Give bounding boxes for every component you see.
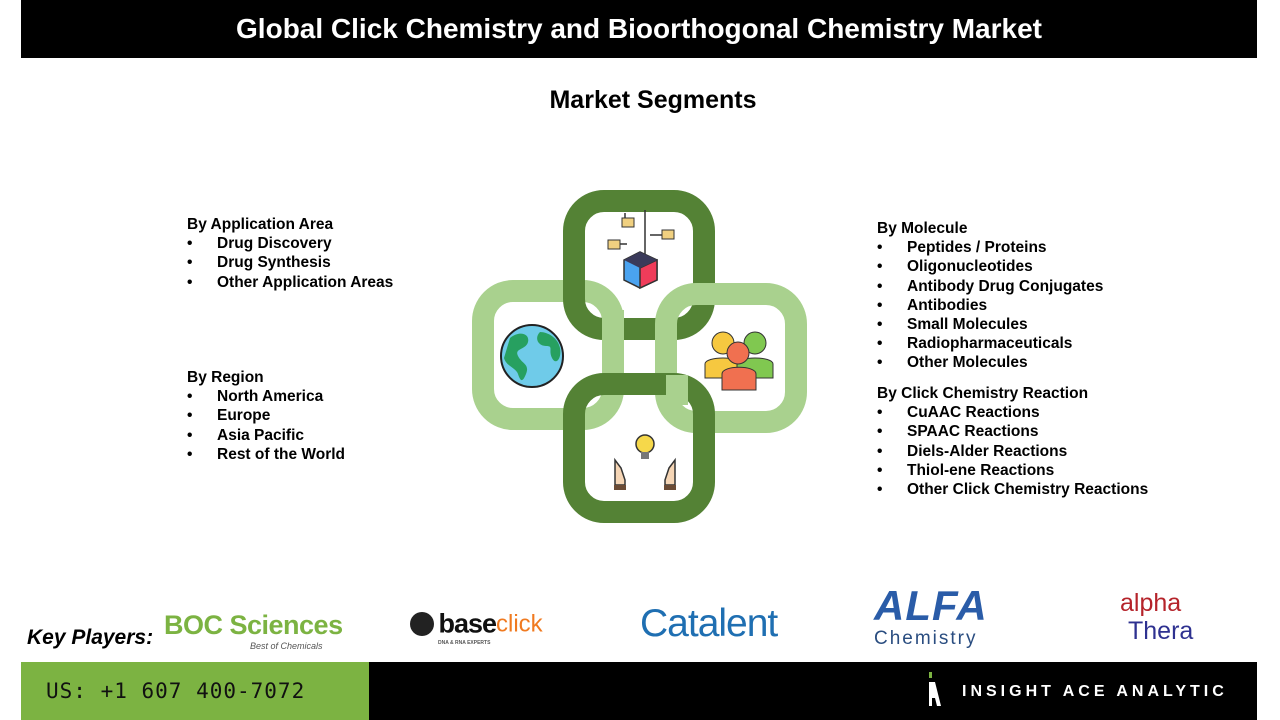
hands-lightbulb-icon	[614, 434, 676, 490]
list-item: Diels-Alder Reactions	[877, 442, 1148, 461]
list-item: Drug Discovery	[187, 234, 393, 253]
list-item: CuAAC Reactions	[877, 403, 1148, 422]
dna-icon	[410, 611, 434, 636]
ring-top	[563, 190, 715, 340]
logo-text: BOC Sciences	[164, 610, 343, 640]
logo-text: alpha	[1120, 589, 1182, 617]
logo-boc-sciences: BOC Sciences Best of Chemicals	[164, 610, 343, 652]
list-item: Asia Pacific	[187, 426, 345, 445]
list-item: Other Molecules	[877, 353, 1103, 372]
network-cube-icon	[607, 210, 675, 290]
list-item: Antibodies	[877, 296, 1103, 315]
list-item: Peptides / Proteins	[877, 238, 1103, 257]
logo-text: base	[438, 608, 497, 639]
ring-overlap	[602, 310, 624, 350]
ring-right	[655, 283, 807, 433]
segment-heading: By Click Chemistry Reaction	[877, 385, 1089, 402]
list-item: North America	[187, 387, 345, 406]
list-item: Radiopharmaceuticals	[877, 334, 1103, 353]
list-item: Thiol-ene Reactions	[877, 461, 1148, 480]
footer-brand-panel	[369, 662, 1257, 720]
list-item: SPAAC Reactions	[877, 422, 1148, 441]
logo-alphathera: alpha Thera	[1120, 589, 1193, 645]
logo-text: ALFA	[874, 582, 988, 629]
segment-heading: By Region	[187, 369, 264, 386]
logo-tagline: Best of Chemicals	[250, 641, 323, 651]
title-bar: Global Click Chemistry and Bioorthogonal…	[21, 0, 1257, 58]
phone-number: US: +1 607 400-7072	[46, 679, 306, 703]
segment-reaction: By Click Chemistry Reaction CuAAC Reacti…	[877, 384, 1148, 499]
logo-catalent: Catalent	[640, 602, 778, 645]
ring-left	[472, 280, 624, 430]
segment-application: By Application Area Drug Discovery Drug …	[187, 215, 393, 292]
logo-tagline: DNA & RNA EXPERTS	[438, 640, 491, 647]
list-item: Europe	[187, 406, 345, 425]
linked-rings-diagram	[472, 190, 807, 523]
logo-tagline: Chemistry	[874, 628, 978, 649]
list-item: Drug Synthesis	[187, 253, 393, 272]
logo-text: click	[496, 610, 543, 638]
ring-overlap	[666, 375, 688, 405]
logo-alfa-chemistry: ALFA Chemistry	[874, 584, 988, 650]
list-item: Small Molecules	[877, 315, 1103, 334]
globe-icon	[500, 324, 564, 388]
list-item: Other Click Chemistry Reactions	[877, 480, 1148, 499]
brand-name: INSIGHT ACE ANALYTIC	[962, 683, 1228, 700]
segment-molecule: By Molecule Peptides / Proteins Oligonuc…	[877, 219, 1103, 373]
segment-heading: By Molecule	[877, 220, 968, 237]
segment-region: By Region North America Europe Asia Paci…	[187, 368, 345, 464]
logo-text: Thera	[1128, 617, 1194, 645]
list-item: Oligonucleotides	[877, 257, 1103, 276]
list-item: Antibody Drug Conjugates	[877, 277, 1103, 296]
list-item: Rest of the World	[187, 445, 345, 464]
subtitle: Market Segments	[549, 86, 757, 114]
list-item: Other Application Areas	[187, 273, 393, 292]
footer-contact-panel	[21, 662, 369, 720]
insight-ace-logo-icon	[929, 672, 941, 706]
people-icon	[704, 331, 774, 391]
logo-baseclick: baseclick DNA & RNA EXPERTS	[410, 608, 543, 647]
ring-bottom	[563, 373, 715, 523]
key-players-label: Key Players:	[27, 626, 154, 649]
segment-heading: By Application Area	[187, 216, 334, 233]
